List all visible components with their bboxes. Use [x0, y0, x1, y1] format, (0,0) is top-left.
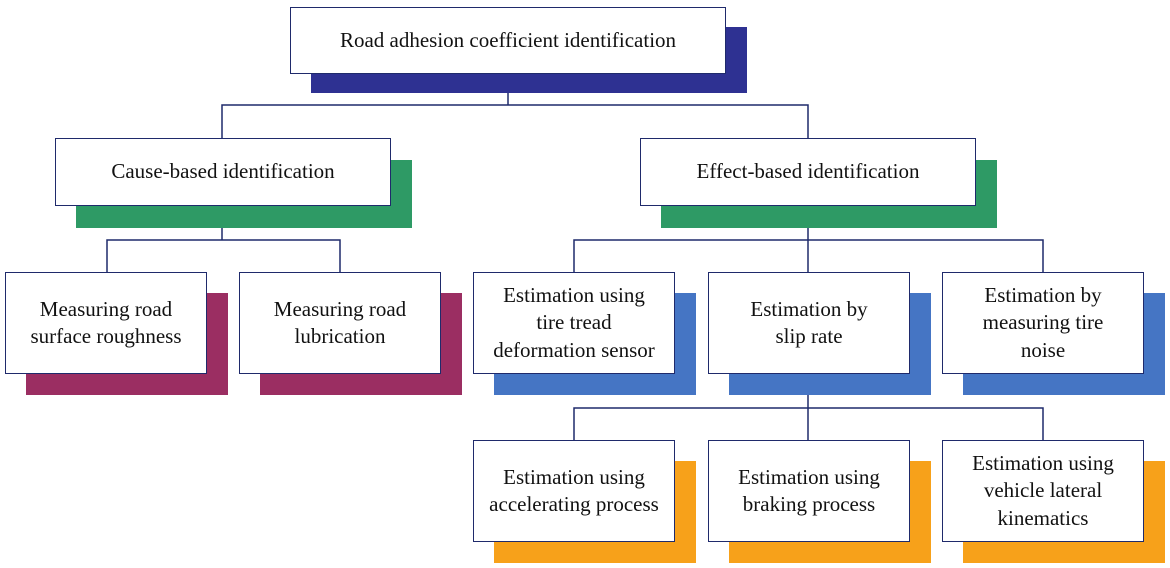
cause-node-label: Cause-based identification: [111, 159, 335, 184]
slip-child-2-node: Estimation using vehicle lateral kinemat…: [942, 440, 1144, 542]
slip-child-1-label: Estimation using braking process: [738, 464, 880, 516]
slip-child-0-node: Estimation using accelerating process: [473, 440, 675, 542]
cause-child-0-label: Measuring road surface roughness: [30, 296, 182, 348]
slip-child-0-label: Estimation using accelerating process: [489, 464, 659, 516]
effect-child-0-label: Estimation using tire tread deformation …: [493, 283, 655, 362]
cause-child-1-node: Measuring road lubrication: [239, 272, 441, 374]
root-node-label: Road adhesion coefficient identification: [339, 27, 677, 52]
cause-child-1-label: Measuring road lubrication: [273, 296, 407, 348]
effect-node-label: Effect-based identification: [696, 159, 920, 184]
effect-child-1-node: Estimation by slip rate: [708, 272, 910, 374]
effect-child-0-node: Estimation using tire tread deformation …: [473, 272, 675, 374]
effect-child-2-label: Estimation by measuring tire noise: [982, 283, 1104, 362]
connector-cause-branch: [106, 239, 341, 292]
effect-child-2-node: Estimation by measuring tire noise: [942, 272, 1144, 374]
cause-node: Cause-based identification: [55, 138, 391, 206]
slip-child-1-node: Estimation using braking process: [708, 440, 910, 542]
root-node: Road adhesion coefficient identification: [290, 7, 726, 74]
cause-child-0-node: Measuring road surface roughness: [5, 272, 207, 374]
effect-child-1-label: Estimation by slip rate: [750, 296, 868, 348]
connector-root-branch: [221, 104, 809, 138]
slip-child-2-label: Estimation using vehicle lateral kinemat…: [972, 451, 1114, 530]
effect-node: Effect-based identification: [640, 138, 976, 206]
